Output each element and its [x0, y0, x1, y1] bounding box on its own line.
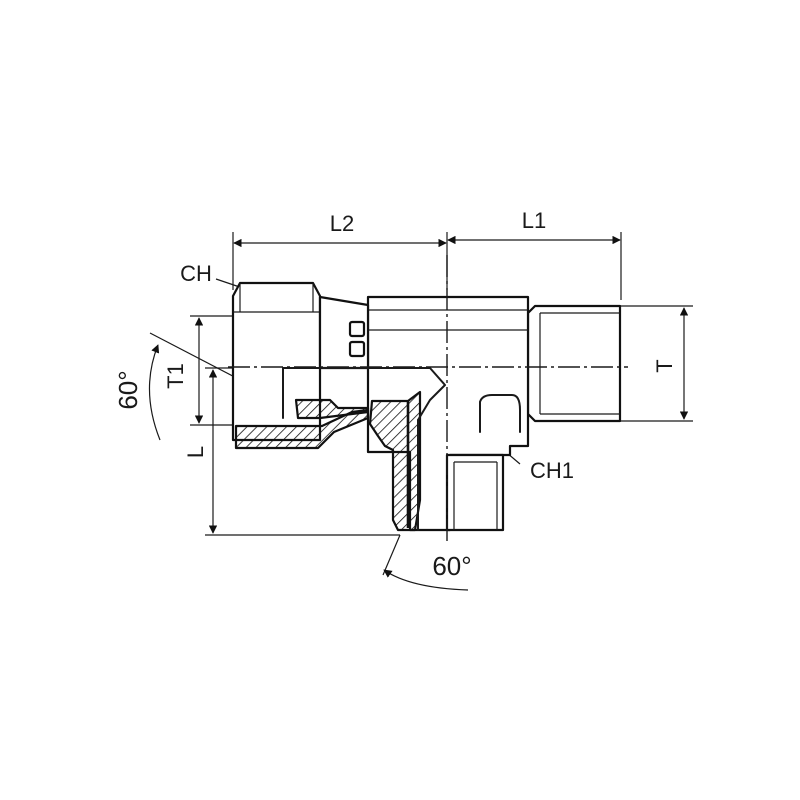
- right-threaded-stud: [526, 304, 622, 423]
- label-t: T: [652, 359, 677, 372]
- sectioned-swivel-insert: [234, 390, 422, 532]
- label-l1: L1: [522, 208, 546, 233]
- label-t1: T1: [163, 363, 188, 389]
- left-angle-arc: [148, 344, 161, 441]
- internal-passage: [282, 367, 446, 421]
- label-ch1: CH1: [530, 458, 574, 483]
- label-angle-left: 60°: [113, 370, 143, 409]
- bottom-angle-arc: [383, 569, 469, 591]
- label-angle-bottom: 60°: [432, 551, 471, 581]
- bottom-threaded-port: [445, 453, 505, 532]
- label-l2: L2: [330, 211, 354, 236]
- dimension-lines: [148, 232, 693, 591]
- label-l: L: [183, 446, 208, 458]
- label-ch: CH: [180, 261, 212, 286]
